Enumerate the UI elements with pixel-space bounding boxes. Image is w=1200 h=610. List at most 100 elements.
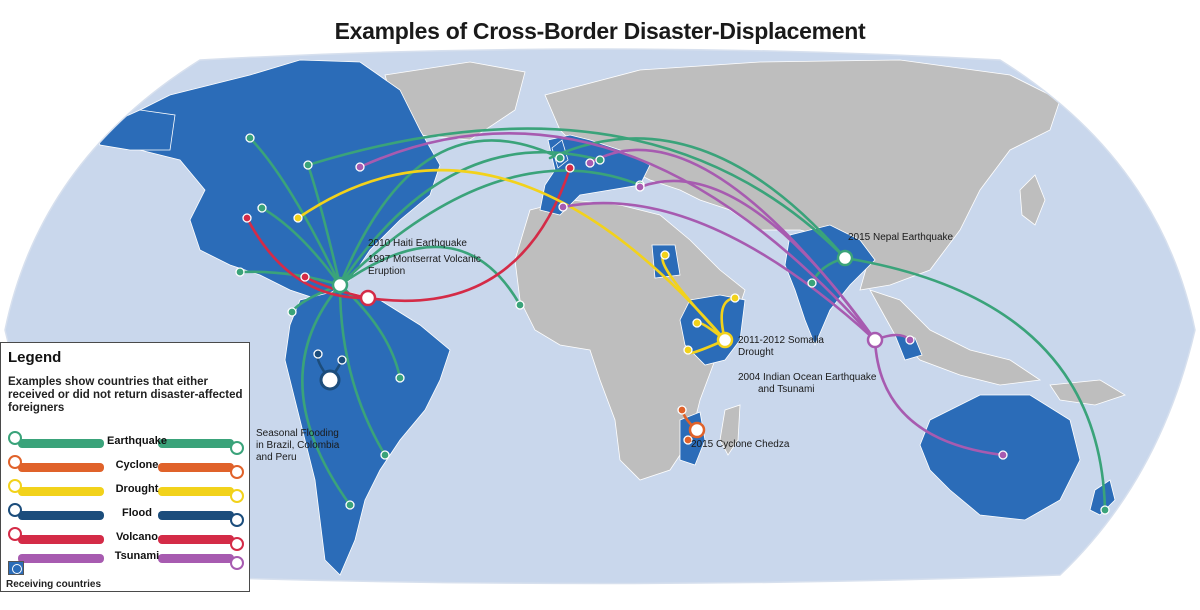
earthquake-icon [8,431,22,445]
cyclone-icon [8,455,22,469]
destination-dot [683,345,693,355]
legend-label: Volcano [116,531,158,543]
destination-dot [515,300,525,310]
destination-dot [293,213,303,223]
legend: Legend Examples show countries that eith… [0,342,250,592]
route-earthquake [306,163,342,287]
earthquake-icon [230,441,244,455]
legend-description: Examples show countries that either rece… [8,376,243,414]
route-earthquake [338,169,642,287]
destination-dot [998,450,1008,460]
legend-swatch [18,487,104,496]
route-earthquake [338,283,387,457]
destination-dot [287,307,297,317]
route-tsunami [561,201,877,342]
flood-icon [8,503,22,517]
origin-haiti-earthquake [331,276,349,294]
route-earthquake [248,136,342,287]
volcano-icon [230,537,244,551]
origin-seasonal-flooding [319,369,341,391]
legend-swatch [158,463,234,472]
origin-somalia-drought [716,331,734,349]
legend-swatch [158,439,234,448]
receiving-egypt [651,244,681,279]
legend-label: Earthquake [107,435,167,447]
flood-icon [230,513,244,527]
destination-dot [660,250,670,260]
legend-label: Tsunami [114,550,160,562]
map-title: Examples of Cross-Border Disaster-Displa… [334,18,866,44]
route-drought [296,168,727,342]
receiving-alaska [94,109,176,151]
route-tsunami [873,338,1005,457]
land-japan-grey [1019,174,1046,226]
route-earthquake [306,127,847,260]
destination-markers [235,133,1110,515]
legend-label: Cyclone [115,459,159,471]
receiving-countries-label: Receiving countries [6,579,102,590]
destination-dot [565,163,575,173]
route-earthquake [338,245,522,307]
land-png-grey [1049,379,1126,406]
legend-swatch [18,439,104,448]
legend-swatch [18,554,104,563]
route-tsunami [638,179,877,342]
legend-item-drought: Drought [8,479,244,503]
legend-label: Flood [122,507,152,519]
destination-dot [395,373,405,383]
destination-dot [235,267,245,277]
annotation-chedza: 2015 Cyclone Chedza [691,439,790,450]
legend-swatch [158,535,234,544]
annotation-nepal: 2015 Nepal Earthquake [848,232,954,243]
destination-dot [905,335,915,345]
receiving-countries-swatch [8,561,24,575]
destination-dot [585,158,595,168]
land-madagascar-grey [719,404,741,456]
legend-swatch [158,487,234,496]
destination-dot [257,203,267,213]
legend-title: Legend [8,349,62,366]
legend-item-volcano: Volcano [8,527,244,551]
destination-dot [683,435,693,445]
legend-swatch [158,554,234,563]
destination-dot [558,202,568,212]
route-volcano [245,216,370,300]
destination-dot [337,355,347,365]
destination-dot [692,318,702,328]
volcano-icon [8,527,22,541]
destination-dot [313,349,323,359]
disaster-origins [319,249,884,439]
destination-dot [242,213,252,223]
tsunami-icon [230,556,244,570]
origin-chedza-cyclone [688,421,706,439]
route-tsunami [358,132,877,342]
destination-dot [380,450,390,460]
legend-swatch [18,511,104,520]
legend-swatch [158,511,234,520]
route-earthquake [301,283,352,507]
legend-item-flood: Flood [8,503,244,527]
destination-dot [245,133,255,143]
receiving-south-america [284,289,451,576]
annotation-haiti: 2010 Haiti Earthquake [368,238,467,249]
receiving-europe [539,134,651,216]
legend-swatch [18,535,104,544]
route-earthquake [338,139,562,287]
destination-dot [303,160,313,170]
event-annotations: 2010 Haiti Earthquake 1997 Montserrat Vo… [256,232,954,463]
destination-dot [677,405,687,415]
legend-item-earthquake: Earthquake [8,431,244,455]
route-volcano [366,166,572,303]
origin-montserrat-volcano [359,289,377,307]
route-earthquake [843,256,1107,512]
cyclone-icon [230,465,244,479]
destination-dot [595,155,605,165]
destination-dot [635,182,645,192]
drought-icon [230,489,244,503]
